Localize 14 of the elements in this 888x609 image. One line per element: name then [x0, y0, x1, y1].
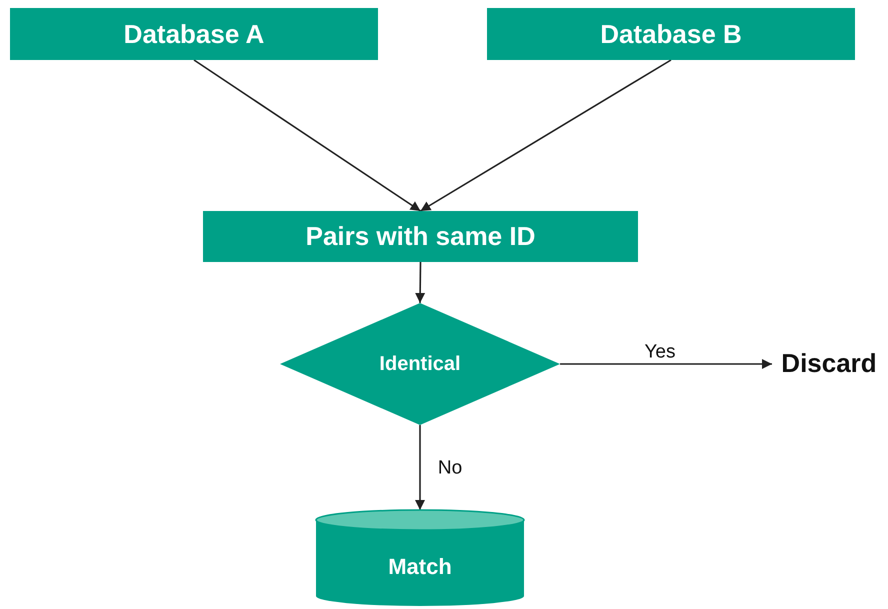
process-box [487, 8, 855, 60]
node-label: Identical [379, 352, 461, 376]
arrow [560, 359, 772, 369]
process-box [10, 8, 378, 60]
node-label: Pairs with same ID [306, 221, 536, 252]
arrow [194, 59, 421, 212]
end-label: Discard [772, 343, 886, 383]
process-box [203, 211, 638, 262]
arrow [415, 425, 425, 510]
node-label: Database B [600, 18, 742, 50]
node-label: Database A [124, 18, 264, 50]
arrow [420, 59, 672, 212]
arrow [415, 262, 426, 304]
node-label: Match [388, 554, 452, 580]
